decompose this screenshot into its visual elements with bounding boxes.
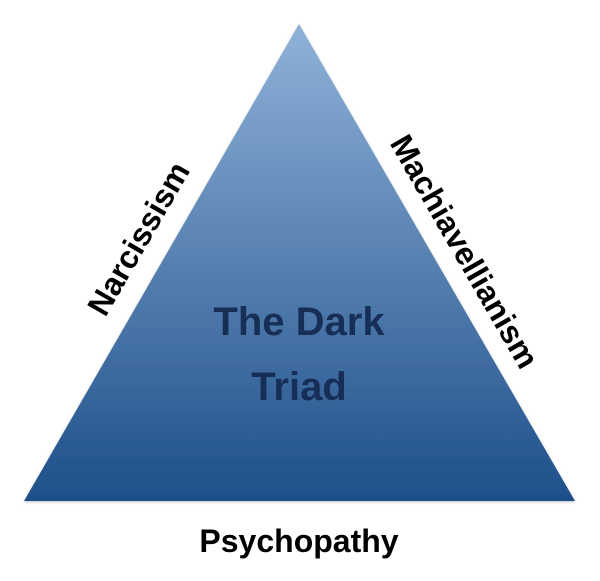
center-title-line-2: Triad bbox=[251, 365, 347, 409]
center-title-line-1: The Dark bbox=[213, 300, 385, 344]
side-label-psychopathy: Psychopathy bbox=[199, 523, 398, 559]
triangle-shape bbox=[24, 24, 575, 501]
